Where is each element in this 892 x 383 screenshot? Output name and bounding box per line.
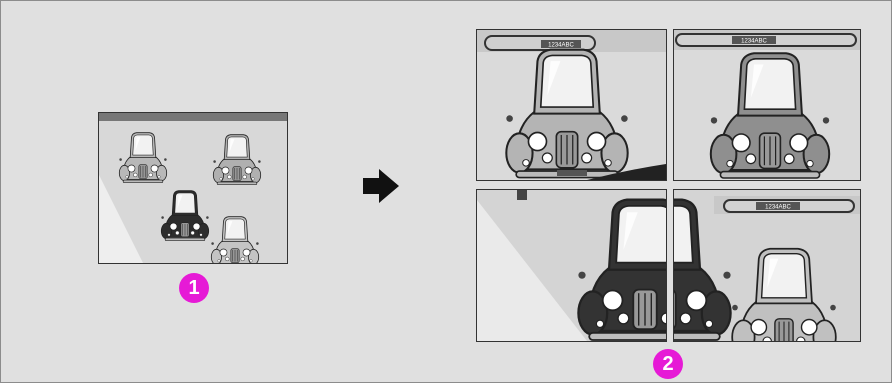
tile-top-right: 1234ABC bbox=[673, 29, 861, 181]
tile-top-left: 1234ABC bbox=[476, 29, 667, 181]
plate-text-top-left: 1234ABC bbox=[548, 43, 574, 49]
step-number-1: 1 bbox=[188, 277, 199, 299]
tile-bottom-right: 1234ABC bbox=[673, 189, 861, 342]
arrow-right-icon bbox=[363, 169, 399, 203]
step-marker-2: 2 bbox=[653, 349, 683, 379]
step-number-2: 2 bbox=[662, 353, 673, 375]
step-marker-1: 1 bbox=[179, 273, 209, 303]
plate-text-bottom-right: 1234ABC bbox=[765, 205, 791, 211]
tile-bottom-left bbox=[476, 189, 667, 342]
original-image bbox=[98, 112, 288, 264]
plate-text-top-right: 1234ABC bbox=[741, 39, 767, 45]
